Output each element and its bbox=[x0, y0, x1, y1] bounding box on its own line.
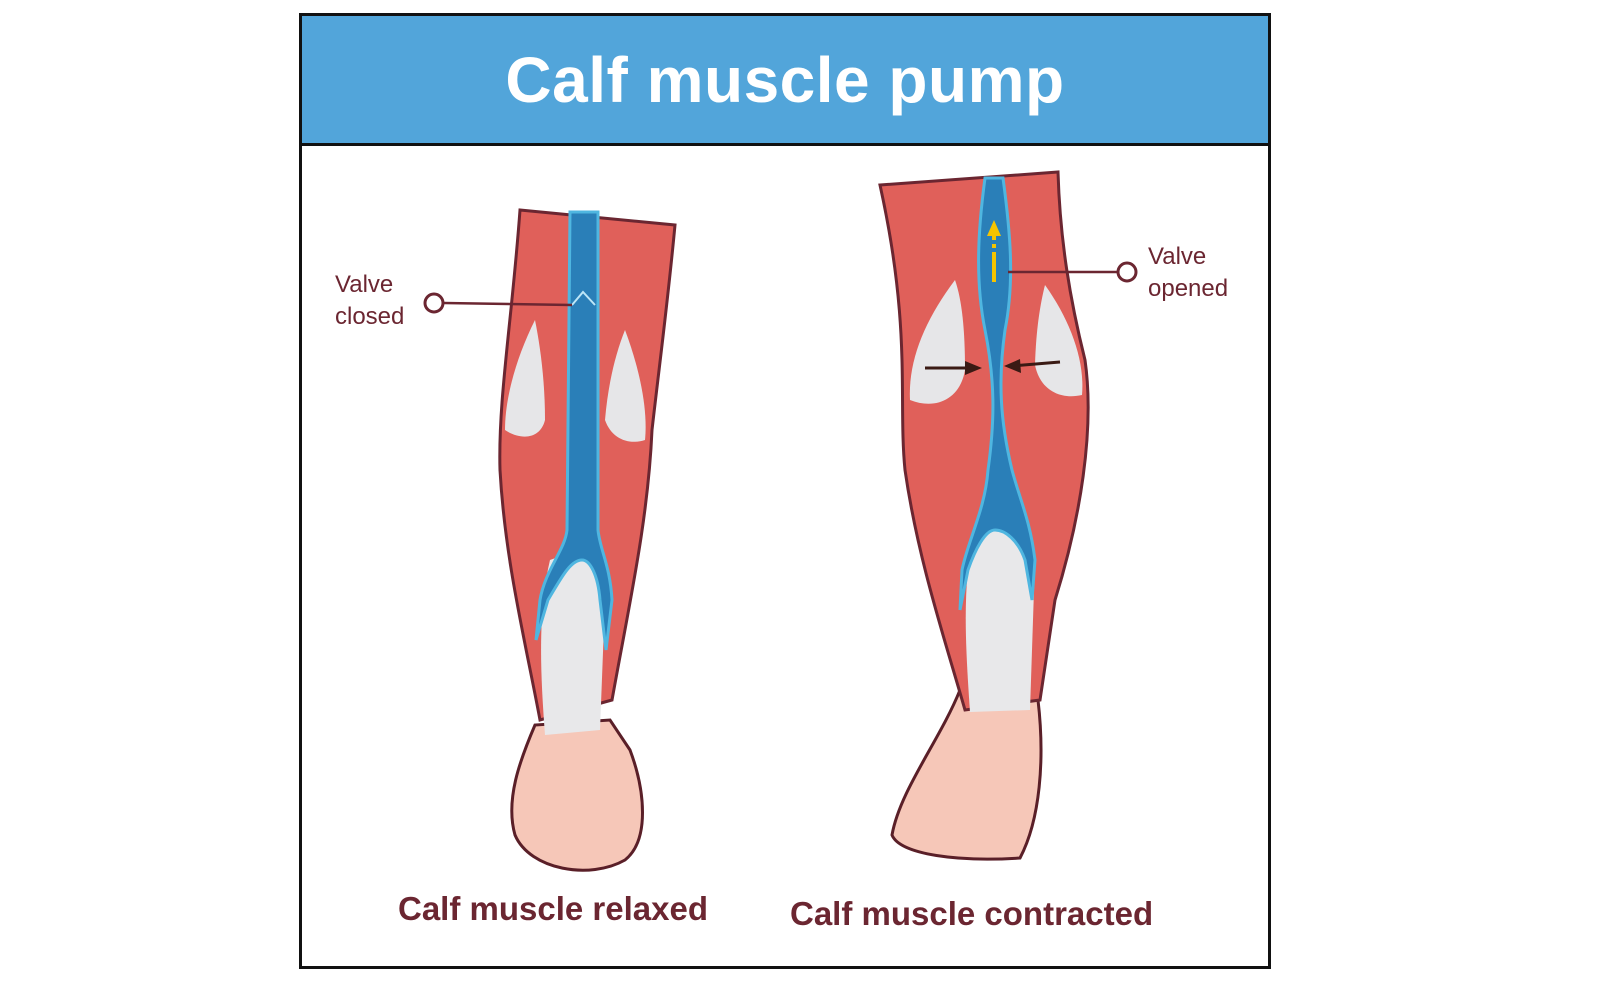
valve-closed-label: Valve closed bbox=[335, 269, 404, 333]
right-tendon-sheath-right bbox=[1035, 285, 1083, 397]
right-callout-marker bbox=[1116, 261, 1138, 283]
squeeze-arrow-right-head bbox=[1004, 359, 1021, 373]
relaxed-caption: Calf muscle relaxed bbox=[398, 890, 708, 927]
relaxed-leg-illustration bbox=[423, 208, 677, 872]
valve-closed-line2: closed bbox=[335, 303, 405, 330]
contracted-leg-illustration bbox=[878, 170, 1138, 861]
flow-arrow-head bbox=[987, 220, 1001, 236]
diagram-title: Calf muscle pump bbox=[505, 43, 1065, 116]
left-callout-line bbox=[443, 301, 573, 307]
squeeze-arrow-left-head bbox=[965, 361, 982, 375]
valve-opened-label: Valve opened bbox=[1148, 241, 1228, 305]
right-vein bbox=[958, 176, 1037, 611]
left-valve bbox=[571, 290, 596, 306]
valve-opened-line1: Valve bbox=[1148, 243, 1207, 270]
right-tendon-sheath-left bbox=[909, 280, 965, 404]
left-vein bbox=[534, 210, 614, 651]
right-heel-foot bbox=[890, 688, 1043, 861]
contracted-caption: Calf muscle contracted bbox=[790, 895, 1154, 932]
left-heel bbox=[510, 718, 644, 872]
right-calf-muscle bbox=[878, 170, 1090, 712]
valve-closed-line1: Valve bbox=[335, 271, 394, 298]
left-callout-marker bbox=[423, 292, 445, 314]
left-tendon-sheath-left bbox=[505, 320, 545, 437]
diagram-frame: Calf muscle pump bbox=[299, 13, 1271, 969]
right-tendon bbox=[965, 523, 1035, 712]
left-tendon bbox=[541, 556, 605, 735]
left-tendon-sheath-right bbox=[605, 330, 646, 442]
valve-opened-line2: opened bbox=[1148, 275, 1229, 302]
title-banner: Calf muscle pump bbox=[302, 16, 1268, 146]
